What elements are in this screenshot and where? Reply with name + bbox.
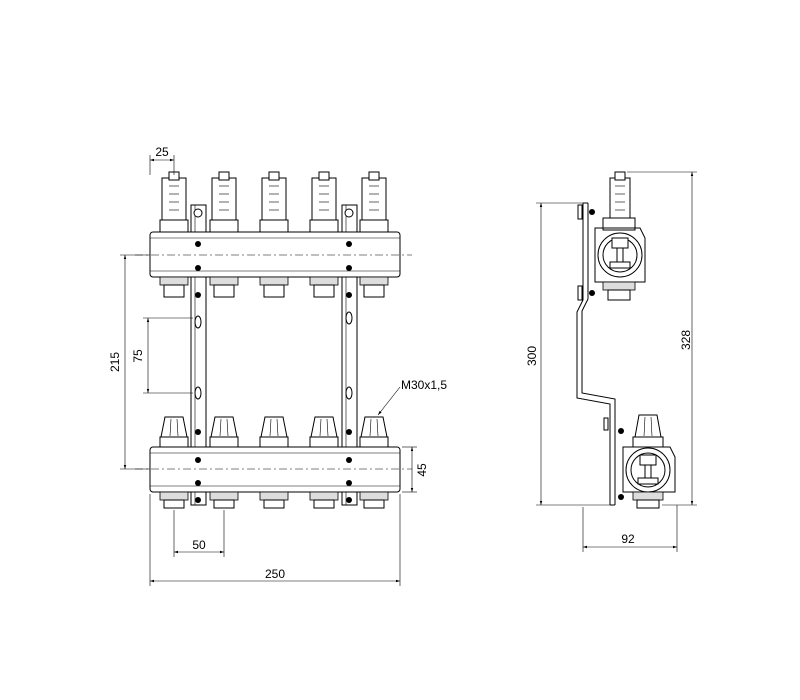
flowmeters xyxy=(159,171,389,233)
flowmeter xyxy=(309,171,339,233)
valve-cap xyxy=(359,416,389,448)
wall-bracket xyxy=(576,202,624,506)
dim-label-328: 328 xyxy=(679,330,693,350)
valve-cap xyxy=(309,416,339,448)
dim-total-height: 328 xyxy=(627,171,697,506)
valve-cap xyxy=(159,416,189,448)
dim-label-75: 75 xyxy=(131,349,145,363)
bottom-manifold-section xyxy=(622,414,676,509)
side-view: 300 328 92 xyxy=(525,171,697,552)
bottom-outlets xyxy=(159,491,389,509)
thread-label: M30x1,5 xyxy=(401,378,447,392)
dim-label-25: 25 xyxy=(155,145,169,159)
dim-depth: 92 xyxy=(582,505,678,552)
dim-flowmeter-width: 25 xyxy=(149,145,175,175)
bracket-bolts xyxy=(193,208,354,503)
valve-cap xyxy=(259,416,289,448)
flowmeter xyxy=(159,171,189,233)
valve-cap xyxy=(209,416,239,448)
front-view: 25 215 75 M30x1,5 45 xyxy=(108,145,447,586)
dim-thread: M30x1,5 xyxy=(377,378,447,416)
dim-label-45: 45 xyxy=(415,463,429,477)
dim-total-width: 250 xyxy=(149,494,401,586)
top-manifold-bar xyxy=(135,231,412,278)
dim-label-50: 50 xyxy=(192,538,206,552)
dim-bracket-height: 300 xyxy=(525,202,612,506)
dim-slot-spacing: 75 xyxy=(131,317,193,394)
dim-bar-height: 45 xyxy=(402,446,429,493)
dim-label-92: 92 xyxy=(621,532,635,546)
flowmeter xyxy=(259,171,289,233)
flowmeter xyxy=(359,171,389,233)
valve-caps xyxy=(159,416,389,448)
dim-label-300: 300 xyxy=(525,346,539,366)
dim-outlet-pitch: 50 xyxy=(173,510,225,557)
dim-label-215: 215 xyxy=(108,352,122,372)
top-manifold-section xyxy=(594,171,646,301)
dim-bar-spacing: 215 xyxy=(108,254,150,470)
dim-label-250: 250 xyxy=(265,567,285,581)
mounting-bracket-right xyxy=(341,204,358,506)
top-outlets xyxy=(159,276,389,298)
bottom-manifold-bar xyxy=(135,446,412,493)
flowmeter xyxy=(209,171,239,233)
